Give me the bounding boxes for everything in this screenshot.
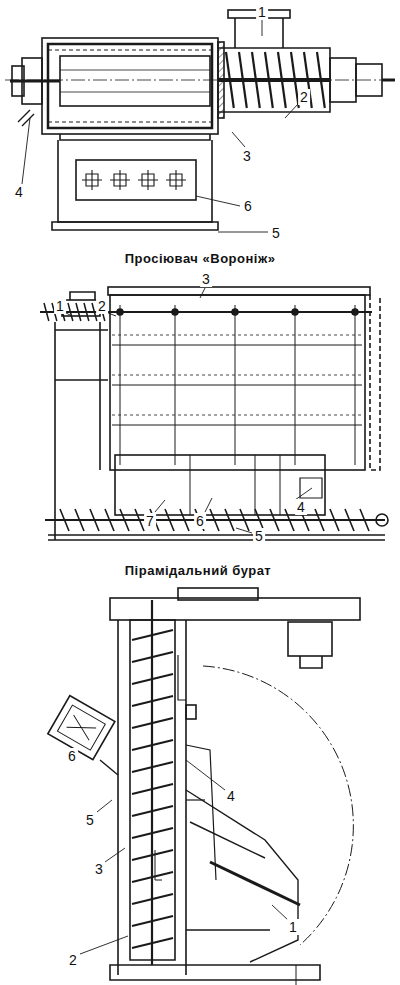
callout-number: 6 — [66, 748, 78, 764]
sifter-drawing — [5, 10, 395, 985]
callout-number: 3 — [241, 148, 253, 164]
callout-number: 2 — [298, 89, 310, 105]
caption: Пірамідальний бурат — [121, 562, 276, 579]
frame-bolts — [117, 309, 358, 315]
sieve-marks — [82, 170, 186, 190]
callout-number: 1 — [256, 4, 268, 20]
callout-number: 1 — [54, 298, 66, 314]
callout-number: 3 — [200, 271, 212, 287]
caption: Просіювач «Вороніж» — [121, 250, 280, 267]
callout-number: 4 — [13, 184, 25, 200]
callout-number: 2 — [96, 298, 108, 314]
callout-number: 7 — [144, 513, 156, 529]
callout-number: 5 — [253, 528, 265, 544]
leader-lines — [22, 20, 312, 954]
callout-number: 2 — [67, 952, 79, 968]
callout-number: 5 — [270, 225, 282, 241]
callout-number: 5 — [84, 812, 96, 828]
screw-flights — [60, 509, 369, 531]
vertical-screw — [132, 630, 173, 948]
screw-flights — [226, 52, 325, 108]
callout-number: 3 — [93, 861, 105, 877]
callout-number: 4 — [295, 499, 307, 515]
callout-number: 1 — [287, 919, 299, 935]
callout-number: 6 — [242, 198, 254, 214]
callout-number: 6 — [194, 513, 206, 529]
callout-number: 4 — [225, 788, 237, 804]
